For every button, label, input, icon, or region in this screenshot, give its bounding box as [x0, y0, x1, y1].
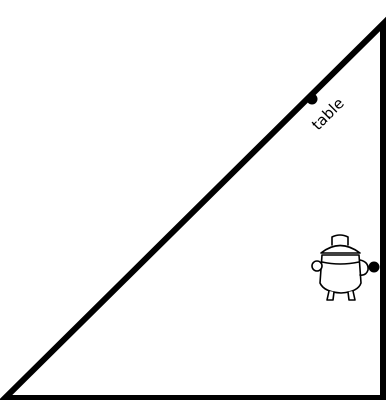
right-triangle: [5, 24, 383, 398]
hypotenuse-point: [307, 94, 318, 105]
right-side-point: [369, 262, 380, 273]
